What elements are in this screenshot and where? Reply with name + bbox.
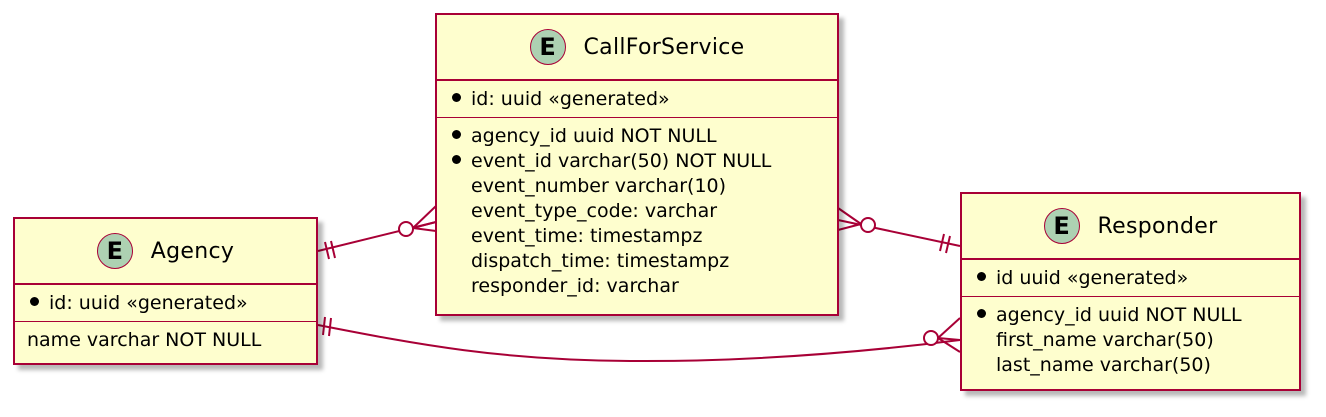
pk-section: id uuid «generated» bbox=[962, 260, 1299, 296]
field-row: event_type_code: varchar bbox=[449, 199, 825, 224]
field-row: event_id varchar(50) NOT NULL bbox=[449, 149, 825, 174]
field-text: responder_id: varchar bbox=[471, 275, 679, 297]
relationship-agency-responder bbox=[317, 316, 961, 363]
field-row: id uuid «generated» bbox=[974, 266, 1287, 291]
pk-section: id: uuid «generated» bbox=[15, 285, 316, 321]
field-indent bbox=[449, 174, 471, 199]
field-text: id uuid «generated» bbox=[996, 267, 1189, 289]
entity-header: E Responder bbox=[962, 194, 1299, 260]
entity-header: E Agency bbox=[15, 219, 316, 285]
entity-agency: E Agency id: uuid «generated» name varch… bbox=[13, 217, 318, 365]
field-text: agency_id uuid NOT NULL bbox=[471, 125, 717, 147]
key-bullet-icon bbox=[974, 266, 996, 291]
key-bullet-icon bbox=[974, 303, 996, 328]
field-text: agency_id uuid NOT NULL bbox=[996, 304, 1242, 326]
fields-section: name varchar NOT NULL bbox=[15, 321, 316, 358]
field-row: dispatch_time: timestampz bbox=[449, 249, 825, 274]
entity-callforservice: E CallForService id: uuid «generated» ag… bbox=[435, 13, 839, 316]
field-row: event_time: timestampz bbox=[449, 224, 825, 249]
field-text: event_id varchar(50) NOT NULL bbox=[471, 150, 772, 172]
field-row: agency_id uuid NOT NULL bbox=[974, 303, 1287, 328]
entity-badge-icon: E bbox=[96, 233, 133, 269]
field-row: event_number varchar(10) bbox=[449, 174, 825, 199]
field-indent bbox=[449, 249, 471, 274]
field-row: last_name varchar(50) bbox=[974, 353, 1287, 378]
field-text: id: uuid «generated» bbox=[471, 88, 670, 110]
key-bullet-icon bbox=[27, 291, 49, 316]
field-text: first_name varchar(50) bbox=[996, 329, 1214, 351]
entity-name: Responder bbox=[1097, 213, 1218, 239]
field-row: responder_id: varchar bbox=[449, 274, 825, 299]
field-indent bbox=[449, 199, 471, 224]
pk-section: id: uuid «generated» bbox=[437, 81, 837, 117]
field-text: id: uuid «generated» bbox=[49, 292, 248, 314]
entity-name: Agency bbox=[150, 238, 235, 264]
field-indent bbox=[974, 353, 996, 378]
key-bullet-icon bbox=[449, 124, 471, 149]
key-bullet-icon bbox=[449, 87, 471, 112]
entity-badge-icon: E bbox=[1043, 208, 1080, 244]
field-text: event_type_code: varchar bbox=[471, 200, 718, 222]
field-indent bbox=[449, 274, 471, 299]
fields-section: agency_id uuid NOT NULL first_name varch… bbox=[962, 296, 1299, 383]
key-bullet-icon bbox=[449, 149, 471, 174]
field-text: dispatch_time: timestampz bbox=[471, 250, 730, 272]
field-indent bbox=[974, 328, 996, 353]
field-text: last_name varchar(50) bbox=[996, 354, 1211, 376]
entity-responder: E Responder id uuid «generated» agency_i… bbox=[960, 192, 1301, 391]
fields-section: agency_id uuid NOT NULL event_id varchar… bbox=[437, 117, 837, 304]
field-row: id: uuid «generated» bbox=[27, 291, 304, 316]
entity-badge-icon: E bbox=[529, 29, 566, 65]
relationship-agency-callforservice bbox=[317, 205, 437, 260]
field-text: event_number varchar(10) bbox=[471, 175, 727, 197]
field-row: name varchar NOT NULL bbox=[27, 328, 304, 353]
field-text: name varchar NOT NULL bbox=[27, 329, 262, 351]
relationship-callforservice-responder bbox=[837, 207, 961, 254]
entity-header: E CallForService bbox=[437, 15, 837, 81]
field-row: agency_id uuid NOT NULL bbox=[449, 124, 825, 149]
field-text: event_time: timestampz bbox=[471, 225, 703, 247]
field-row: id: uuid «generated» bbox=[449, 87, 825, 112]
field-row: first_name varchar(50) bbox=[974, 328, 1287, 353]
entity-name: CallForService bbox=[583, 34, 745, 60]
field-indent bbox=[449, 224, 471, 249]
